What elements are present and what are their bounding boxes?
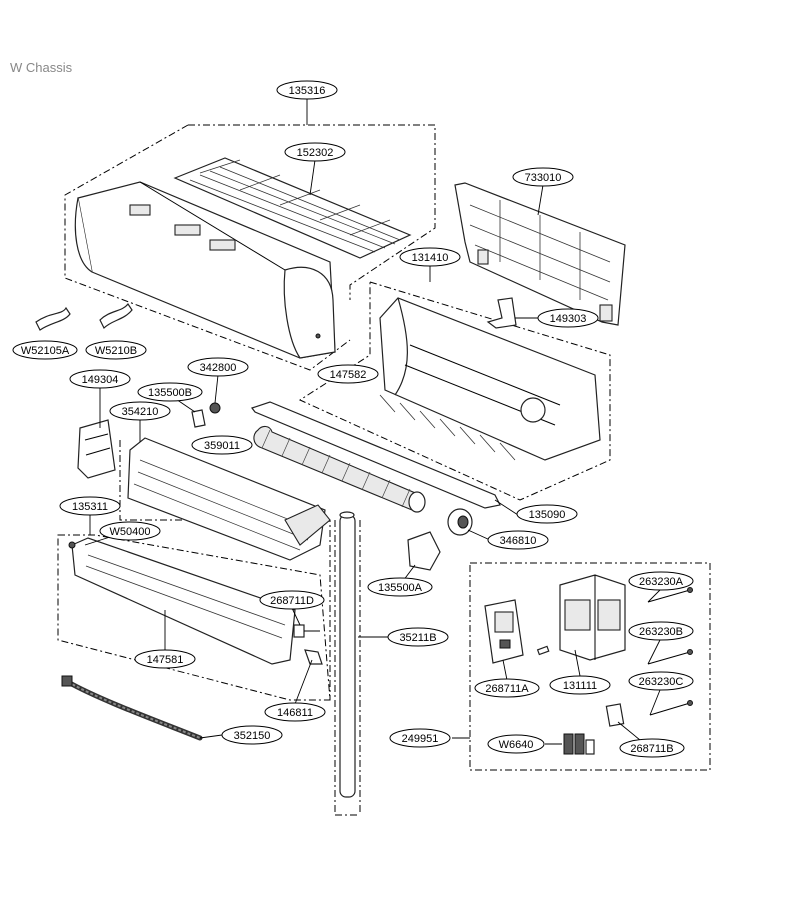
svg-text:268711D: 268711D bbox=[270, 595, 314, 607]
motor-holder-part bbox=[407, 531, 441, 571]
svg-text:135090: 135090 bbox=[529, 509, 566, 521]
svg-text:263230C: 263230C bbox=[639, 676, 684, 688]
label-733010: 733010 bbox=[512, 167, 574, 187]
svg-text:135316: 135316 bbox=[289, 85, 326, 97]
pcb-268711A-part bbox=[484, 599, 524, 664]
drain-hose-b-part bbox=[99, 302, 133, 330]
power-cord-part bbox=[61, 675, 203, 741]
svg-text:733010: 733010 bbox=[525, 172, 562, 184]
label-135090: 135090 bbox=[516, 504, 578, 524]
label-268711B: 268711B bbox=[619, 738, 685, 758]
label-135500A: 135500A bbox=[367, 577, 433, 597]
svg-text:268711B: 268711B bbox=[630, 743, 673, 755]
label-W5210B: W5210B bbox=[85, 340, 147, 360]
svg-text:131410: 131410 bbox=[412, 252, 449, 264]
label-131111: 131111 bbox=[549, 675, 611, 695]
svg-text:152302: 152302 bbox=[297, 147, 334, 159]
side-bracket-part bbox=[77, 419, 116, 479]
drain-hose-a-part bbox=[35, 306, 71, 331]
leader-lines bbox=[84, 98, 661, 745]
front-cover-part bbox=[74, 181, 336, 359]
svg-text:147581: 147581 bbox=[147, 654, 184, 666]
svg-text:W5210B: W5210B bbox=[95, 345, 137, 357]
crossflow-fan-part bbox=[253, 425, 426, 513]
wire-263230A-part bbox=[647, 587, 693, 603]
svg-text:135500B: 135500B bbox=[148, 387, 192, 399]
svg-text:W6640: W6640 bbox=[499, 739, 534, 751]
svg-text:149304: 149304 bbox=[82, 374, 119, 386]
label-342800: 342800 bbox=[187, 357, 249, 377]
group-131410-outline bbox=[298, 281, 611, 501]
group-135316-outline-left bbox=[64, 124, 351, 371]
wire-263230C-part bbox=[649, 700, 693, 716]
svg-text:35211B: 35211B bbox=[399, 632, 436, 644]
label-359011: 359011 bbox=[191, 435, 253, 455]
svg-text:268711A: 268711A bbox=[485, 683, 529, 695]
sensor-268711D-part bbox=[293, 624, 320, 638]
label-346810: 346810 bbox=[487, 530, 549, 550]
label-35211B: 35211B bbox=[387, 627, 449, 647]
installation-plate-part bbox=[454, 182, 626, 326]
pipe-35211B-part bbox=[339, 511, 356, 798]
drain-pan-guide-part bbox=[251, 401, 501, 509]
svg-text:354210: 354210 bbox=[122, 406, 159, 418]
header-text: W Chassis bbox=[10, 60, 73, 75]
label-249951: 249951 bbox=[389, 728, 451, 748]
label-147581: 147581 bbox=[134, 649, 196, 669]
label-135311: 135311 bbox=[59, 496, 121, 516]
part-146811 bbox=[304, 649, 323, 665]
svg-text:146811: 146811 bbox=[277, 707, 313, 719]
svg-text:263230B: 263230B bbox=[639, 626, 683, 638]
label-135500B: 135500B bbox=[137, 382, 203, 402]
label-268711A: 268711A bbox=[474, 678, 540, 698]
label-W6640: W6640 bbox=[487, 734, 545, 754]
svg-text:147582: 147582 bbox=[330, 369, 367, 381]
bracket-149303-part bbox=[486, 297, 517, 329]
label-149303: 149303 bbox=[537, 308, 599, 328]
label-352150: 352150 bbox=[221, 725, 283, 745]
label-354210: 354210 bbox=[109, 401, 171, 421]
label-152302: 152302 bbox=[284, 142, 346, 162]
front-grille-part bbox=[173, 157, 412, 259]
svg-text:346810: 346810 bbox=[500, 535, 537, 547]
evaporator-part bbox=[127, 437, 331, 561]
bearing-342800-part bbox=[209, 402, 221, 414]
label-146811: 146811 bbox=[264, 702, 326, 722]
svg-text:135311: 135311 bbox=[72, 501, 108, 513]
label-149304: 149304 bbox=[69, 369, 131, 389]
svg-text:131111: 131111 bbox=[563, 680, 597, 692]
svg-text:263230A: 263230A bbox=[639, 576, 684, 588]
fuse-part bbox=[536, 645, 550, 656]
svg-text:W52105A: W52105A bbox=[21, 345, 70, 357]
control-box-131111-part bbox=[559, 574, 626, 661]
wire-263230B-part bbox=[647, 649, 693, 665]
svg-text:135500A: 135500A bbox=[378, 582, 423, 594]
group-135316-outline bbox=[188, 124, 436, 300]
svg-text:W50400: W50400 bbox=[110, 526, 151, 538]
svg-text:352150: 352150 bbox=[234, 730, 271, 742]
svg-text:249951: 249951 bbox=[402, 733, 439, 745]
label-131410: 131410 bbox=[399, 247, 461, 267]
group-249951-outline bbox=[469, 562, 711, 771]
fan-motor-part bbox=[447, 508, 473, 536]
label-263230C: 263230C bbox=[628, 671, 694, 691]
lower-louver-assembly-part bbox=[68, 537, 296, 665]
label-263230B: 263230B bbox=[628, 621, 694, 641]
chassis-part bbox=[379, 297, 601, 461]
label-147582: 147582 bbox=[317, 364, 379, 384]
svg-text:359011: 359011 bbox=[204, 440, 240, 452]
label-263230A: 263230A bbox=[628, 571, 694, 591]
sensor-268711B-part bbox=[605, 703, 625, 727]
svg-text:342800: 342800 bbox=[200, 362, 237, 374]
svg-text:149303: 149303 bbox=[550, 313, 587, 325]
label-135316: 135316 bbox=[276, 80, 338, 100]
terminal-block-W6640-part bbox=[563, 733, 595, 755]
label-W52105A: W52105A bbox=[12, 340, 78, 360]
label-W50400: W50400 bbox=[99, 521, 161, 541]
label-268711D: 268711D bbox=[259, 590, 325, 610]
clip-135500B-part bbox=[191, 409, 206, 428]
